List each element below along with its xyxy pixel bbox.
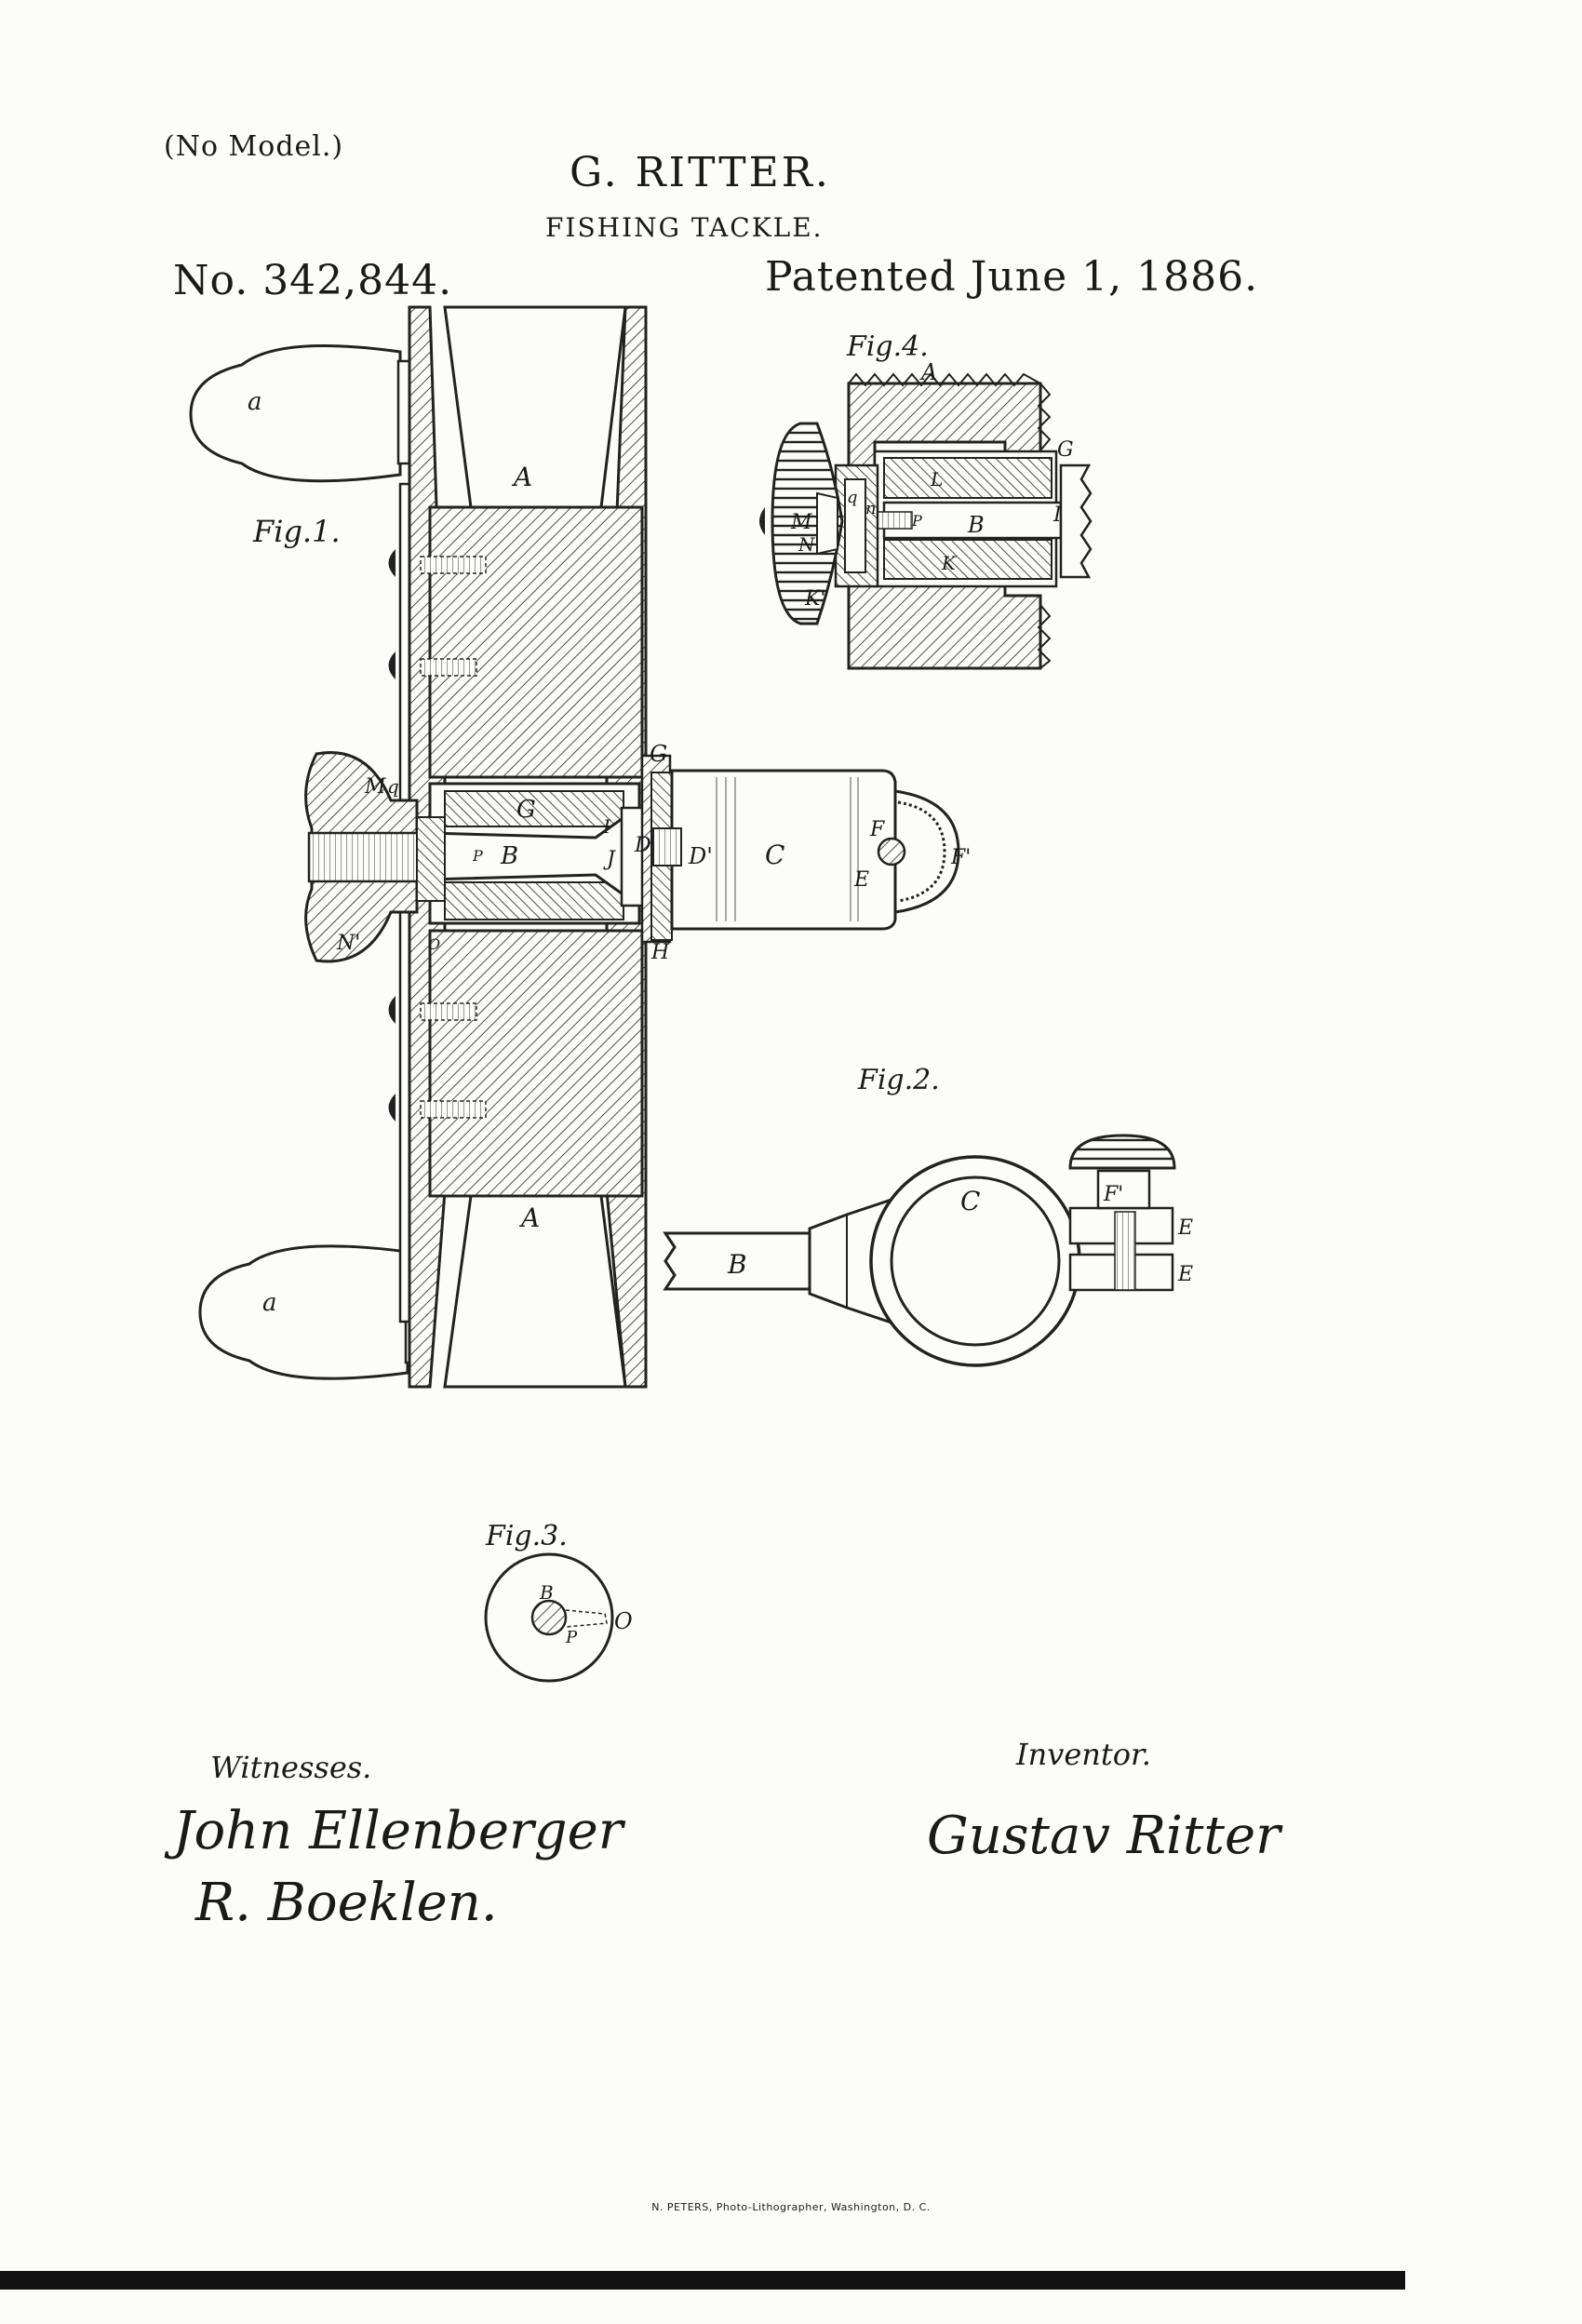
label-G-hub: G — [516, 796, 536, 824]
inventor-label: Inventor. — [1016, 1737, 1151, 1772]
label-N1-fig4: N' — [798, 533, 820, 556]
patent-number: No. 342,844. — [173, 257, 453, 304]
label-C-fig2: C — [960, 1186, 980, 1216]
label-P-fig1: P — [472, 847, 483, 865]
label-D1-fig1: D' — [688, 843, 713, 869]
label-B-fig1: B — [500, 842, 518, 870]
label-E-fig2-bottom: E — [1177, 1263, 1193, 1286]
patent-date: Patented June 1, 1886. — [765, 253, 1259, 301]
label-B-fig2: B — [727, 1249, 747, 1280]
inventor-signature: Gustav Ritter — [927, 1806, 1280, 1866]
label-q-fig4: q — [847, 488, 858, 507]
label-M-fig4: M — [790, 511, 812, 534]
label-E-fig1: E — [853, 868, 869, 892]
inventor-heading: G. RITTER. — [570, 149, 831, 196]
patent-title: FISHING TACKLE. — [545, 212, 824, 243]
label-B-fig4: B — [967, 512, 985, 538]
label-B-fig3: B — [539, 1581, 554, 1604]
label-I-fig4: I — [1052, 504, 1063, 527]
label-K1-fig4: K' — [804, 587, 825, 611]
figure-2 — [663, 1134, 1176, 1367]
fig3-label: Fig.3. — [485, 1520, 568, 1552]
fig1-label: Fig.1. — [252, 514, 341, 549]
label-G-fig4: G — [1057, 438, 1074, 462]
witnesses-label: Witnesses. — [210, 1750, 372, 1785]
witness-signature-2: R. Boeklen. — [195, 1873, 498, 1933]
label-a-lower: a — [262, 1289, 277, 1317]
label-A-fig4: A — [919, 359, 937, 385]
label-n-fig4: n — [865, 499, 877, 518]
figure-4 — [759, 372, 1093, 670]
witness-signature-1: John Ellenberger — [173, 1801, 623, 1861]
label-E-fig2-top: E — [1177, 1216, 1193, 1240]
label-O-fig3: O — [614, 1608, 633, 1634]
label-F1-fig2: F' — [1103, 1183, 1123, 1206]
label-A-lower: A — [518, 1202, 540, 1233]
label-I-fig1: I — [602, 815, 611, 838]
label-F-fig1: F — [869, 818, 885, 841]
label-G-fig1: G — [650, 741, 667, 767]
label-H-fig1: H — [650, 941, 670, 964]
label-L-fig4: L — [930, 468, 943, 490]
figure-1 — [189, 305, 960, 1389]
label-K-fig4: K — [941, 552, 957, 574]
no-model-note: (No Model.) — [164, 130, 344, 163]
label-J-fig1: J — [603, 848, 616, 871]
figure-3 — [484, 1552, 614, 1683]
fig2-label: Fig.2. — [857, 1064, 940, 1096]
scan-border — [0, 2271, 1405, 2290]
label-A-upper: A — [511, 462, 532, 492]
label-N1-fig1: N' — [336, 932, 360, 955]
label-F1-fig1: F' — [950, 846, 971, 869]
label-D-fig1: D — [634, 834, 651, 857]
label-q-fig1: q — [387, 775, 399, 798]
lithographer-imprint: N. PETERS, Photo-Lithographer, Washingto… — [651, 2201, 931, 2213]
screws — [388, 549, 487, 1122]
label-P-fig3: P — [565, 1628, 578, 1647]
label-C-fig1: C — [765, 840, 784, 870]
label-O-fig1: O — [428, 935, 440, 953]
fig4-label: Fig.4. — [846, 330, 929, 363]
label-a-upper: a — [248, 388, 262, 416]
label-M-fig1: M — [364, 775, 386, 799]
label-P-fig4: P — [911, 512, 922, 530]
figure-labels: Fig.1. Fig.2. Fig.3. Fig.4. a a A A A M … — [248, 330, 1193, 1647]
